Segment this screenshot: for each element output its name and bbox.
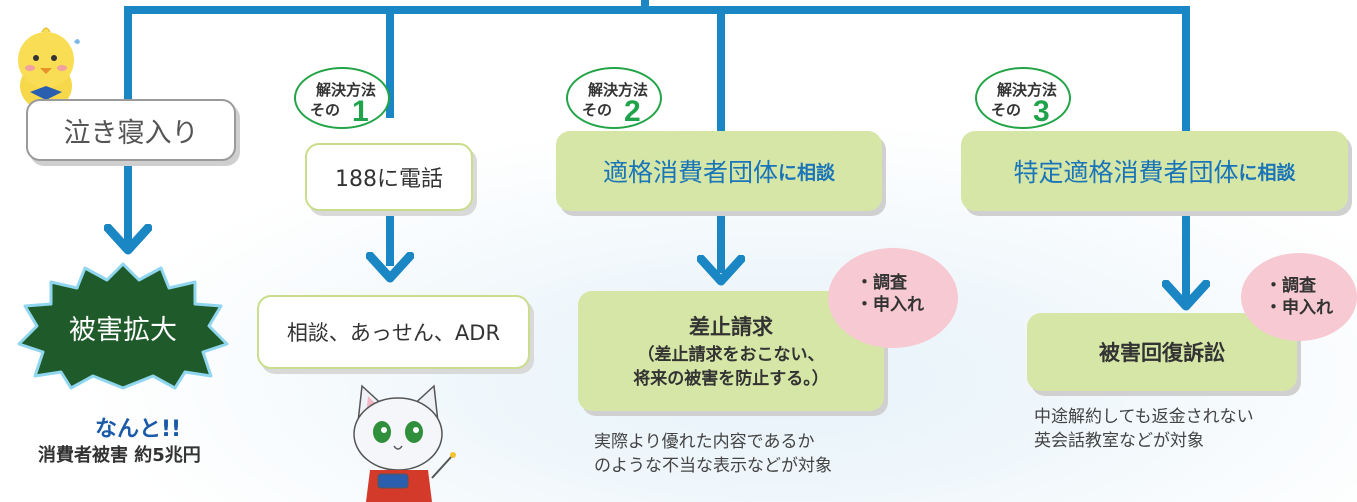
cry-box-label: 泣き寝入り (63, 117, 199, 149)
badge-sub: その (582, 101, 613, 119)
pink-line-1: ・調査 (856, 273, 907, 293)
down-arrow-icon (104, 224, 152, 255)
method-2-label-suffix: に相談 (778, 161, 836, 184)
stat-amount: 消費者被害 約5兆円 (38, 445, 201, 466)
method-2-note: 実際より優れた内容であるか のような不当な表示などが対象 (594, 430, 832, 478)
badge-title: 解決方法 (316, 81, 377, 99)
method-1-result-label: 相談、あっせん、ADR (286, 321, 501, 345)
badge-number: 1 (352, 95, 369, 128)
pink-line-1: ・調査 (1265, 276, 1316, 296)
method-2-label-main: 適格消費者団体 (602, 158, 778, 187)
damage-label: 被害拡大 (69, 315, 177, 346)
method-2-result-sub2: 将来の被害を防止する。） (633, 369, 829, 389)
note-line-2: のような不当な表示などが対象 (594, 456, 832, 476)
down-arrow-icon (697, 255, 745, 286)
method-2-badge: 解決方法 その 2 (566, 67, 662, 129)
method-2-result-title: 差止請求 (689, 315, 773, 339)
method-1-result-box: 相談、あっせん、ADR (257, 295, 530, 369)
badge-sub: その (310, 101, 341, 119)
down-arrow-icon (366, 252, 414, 283)
method-2-pink-note: ・調査 ・申入れ (828, 248, 958, 348)
chick-mascot-icon (18, 27, 80, 110)
badge-title: 解決方法 (588, 81, 649, 99)
method-3-box: 特定適格消費者団体に相談 (961, 131, 1348, 211)
method-3-note: 中途解約しても返金されない 英会話教室などが対象 (1034, 405, 1254, 453)
pink-line-2: ・申入れ (856, 295, 924, 315)
badge-title: 解決方法 (997, 81, 1058, 99)
method-3-result-title: 被害回復訴訟 (1099, 341, 1225, 365)
method-1-box: 188に電話 (305, 143, 473, 211)
method-1-label: 188に電話 (335, 167, 443, 192)
method-3-label-suffix: に相談 (1238, 161, 1296, 184)
method-3-badge: 解決方法 その 3 (975, 67, 1071, 129)
note-line-1: 実際より優れた内容であるか (594, 432, 815, 452)
note-line-1: 中途解約しても返金されない (1034, 407, 1254, 427)
method-3-result-box: 被害回復訴訟 (1027, 313, 1297, 391)
method-2-result-sub1: （差止請求をおこない、 (637, 345, 825, 365)
down-arrow-icon (1162, 280, 1210, 311)
damage-starburst (17, 262, 229, 390)
stat-highlight: なんと!! (95, 417, 182, 442)
note-line-2: 英会話教室などが対象 (1034, 431, 1204, 451)
cat-mascot-icon (353, 384, 456, 502)
method-3-label-main: 特定適格消費者団体 (1013, 158, 1239, 187)
pink-line-2: ・申入れ (1265, 298, 1333, 318)
cry-box: 泣き寝入り (26, 99, 236, 161)
badge-number: 3 (1033, 95, 1050, 128)
badge-number: 2 (624, 95, 641, 128)
method-1-badge: 解決方法 その 1 (294, 67, 390, 129)
method-2-result-box: 差止請求 （差止請求をおこない、 将来の被害を防止する。） (578, 291, 884, 411)
method-2-box: 適格消費者団体に相談 (556, 131, 882, 211)
badge-sub: その (991, 101, 1022, 119)
method-3-pink-note: ・調査 ・申入れ (1241, 253, 1357, 341)
